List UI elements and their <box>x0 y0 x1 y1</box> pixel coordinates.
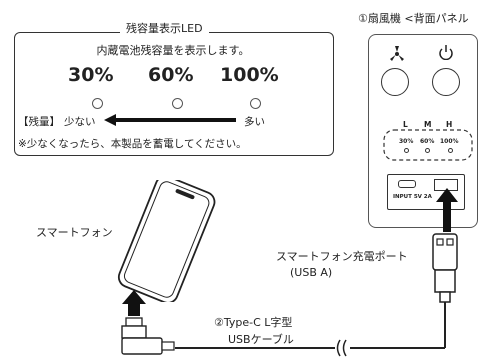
battery-legend-description: 内蔵電池残容量を表示します。 <box>96 44 250 57</box>
led-indicator-60 <box>172 98 183 109</box>
level-100-label: 100% <box>220 64 279 86</box>
type-c-connector <box>121 290 175 355</box>
led-pct-100: 100% <box>440 138 459 145</box>
cable-label-line1: ②Type-C L字型 <box>214 316 293 329</box>
led-highlight <box>383 129 473 161</box>
led-indicator-100 <box>250 98 261 109</box>
fan-back-panel <box>368 34 478 228</box>
power-knob[interactable] <box>432 68 460 96</box>
recharge-note: ※少なくなったら、本製品を蓄電してください。 <box>18 138 247 150</box>
level-30-label: 30% <box>68 64 114 86</box>
led-dot-m <box>425 148 430 153</box>
insert-arrow <box>436 188 458 232</box>
level-60-label: 60% <box>148 64 194 86</box>
remaining-label: 【残量】 <box>18 116 60 128</box>
power-icon <box>439 45 453 60</box>
fan-speed-knob[interactable] <box>381 68 409 96</box>
usb-port-label-line1: スマートフォン充電ポート <box>276 250 408 263</box>
input-label: INPUT 5V 2A <box>393 194 432 200</box>
smartphone-illustration <box>117 180 216 302</box>
usb-a-connector <box>432 233 458 342</box>
battery-legend-box <box>14 32 334 156</box>
cable-label-line2: USBケーブル <box>228 333 294 346</box>
led-letter-l: L <box>403 120 408 129</box>
battery-legend-title: 残容量表示LED <box>120 20 209 36</box>
led-letter-m: M <box>424 120 432 129</box>
led-indicator-30 <box>92 98 103 109</box>
led-pct-30: 30% <box>399 138 414 145</box>
led-letter-h: H <box>446 120 453 129</box>
low-label: 少ない <box>64 116 96 128</box>
high-label: 多い <box>244 116 265 128</box>
usb-c-port[interactable] <box>398 180 416 188</box>
led-dot-h <box>448 148 453 153</box>
led-dot-l <box>404 148 409 153</box>
port-panel <box>387 174 465 210</box>
smartphone-label: スマートフォン <box>36 226 113 239</box>
fan-icon <box>390 46 404 61</box>
usb-port-label-line2: (USB A) <box>290 266 333 279</box>
led-pct-60: 60% <box>420 138 435 145</box>
fan-panel-title: ①扇風機 <背面パネル <box>358 12 469 25</box>
level-arrow <box>104 114 236 126</box>
